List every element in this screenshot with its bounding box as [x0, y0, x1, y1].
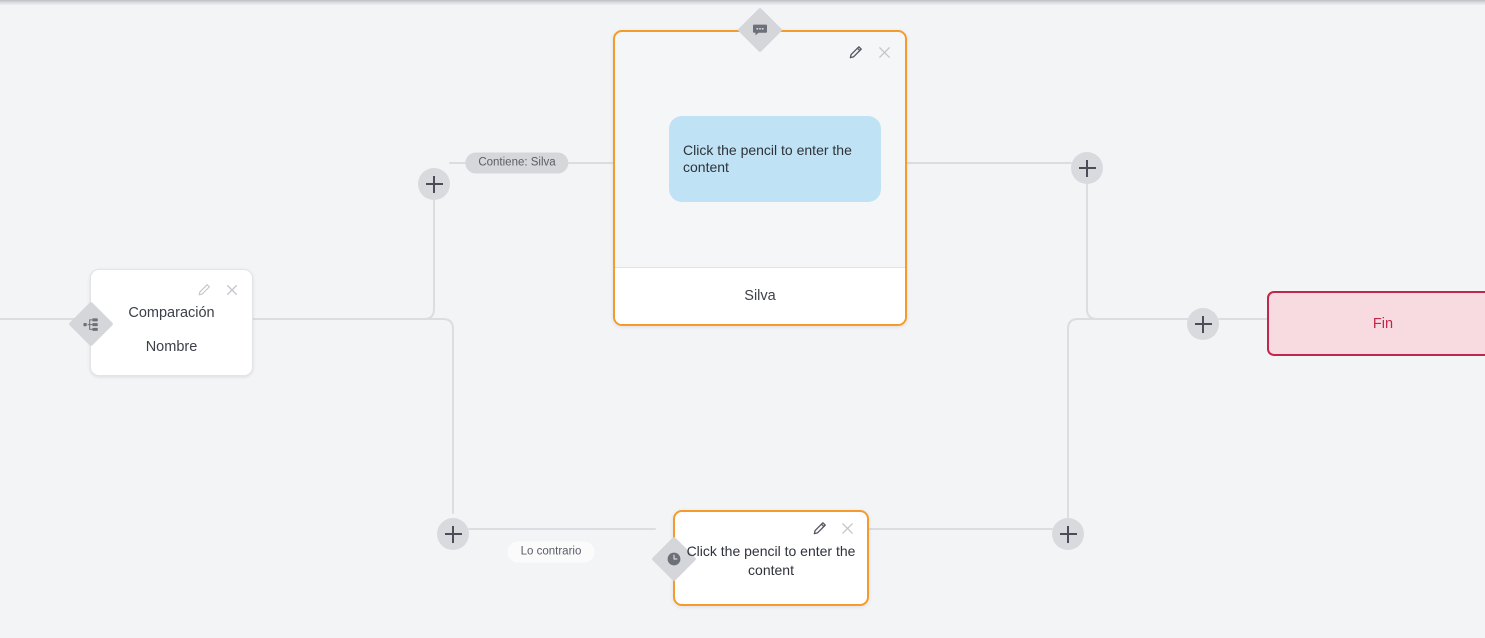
- pencil-icon[interactable]: [812, 521, 827, 536]
- comparison-node-labels: Comparación Nombre: [91, 302, 252, 358]
- close-icon[interactable]: [840, 521, 855, 536]
- comparison-node-toolbar[interactable]: [197, 283, 239, 297]
- comparison-node-title: Comparación: [128, 305, 215, 321]
- edge-comparison-out: [252, 178, 435, 320]
- edge-label-otherwise[interactable]: Lo contrario: [507, 541, 595, 563]
- window-top-chrome-strip: [0, 0, 1485, 5]
- end-node[interactable]: Fin: [1267, 291, 1485, 356]
- edge-plus-down-to-merge: [1086, 183, 1188, 320]
- add-node-after-delay-button[interactable]: [1052, 518, 1084, 550]
- delay-card-toolbar[interactable]: [812, 521, 855, 536]
- clock-icon: [651, 536, 697, 582]
- edge-lower-plus-up-to-merge: [1067, 318, 1188, 519]
- message-bubble-placeholder[interactable]: Click the pencil to enter the content: [669, 116, 881, 202]
- message-bubble-icon: [737, 7, 783, 53]
- add-node-true-branch-button[interactable]: [418, 168, 450, 200]
- pencil-icon[interactable]: [848, 45, 863, 60]
- add-node-false-branch-button[interactable]: [437, 518, 469, 550]
- add-node-after-message-button[interactable]: [1071, 152, 1103, 184]
- edge-comparison-to-false: [252, 318, 454, 514]
- message-bubble-icon-glyph: [752, 22, 768, 38]
- branch-icon-glyph: [83, 317, 99, 332]
- clock-icon-glyph: [666, 551, 682, 567]
- delay-card-node[interactable]: Click the pencil to enter the content: [651, 510, 869, 606]
- edge-label-contains[interactable]: Contiene: Silva: [465, 152, 569, 174]
- close-icon[interactable]: [225, 283, 239, 297]
- comparison-node[interactable]: Comparación Nombre: [68, 269, 253, 376]
- message-card-body: Click the pencil to enter the content: [615, 32, 905, 268]
- pencil-icon[interactable]: [197, 283, 211, 297]
- message-card-footer: Silva: [615, 267, 905, 324]
- delay-card-placeholder[interactable]: Click the pencil to enter the content: [686, 543, 856, 578]
- message-card-toolbar[interactable]: [848, 45, 892, 60]
- comparison-node-subtitle: Nombre: [145, 339, 198, 355]
- add-node-before-end-button[interactable]: [1187, 308, 1219, 340]
- flow-canvas[interactable]: Comparación Nombre Contiene: Silva Lo co…: [0, 5, 1485, 638]
- message-card-node[interactable]: Click the pencil to enter the content Si…: [613, 7, 907, 326]
- branch-icon: [68, 301, 114, 347]
- close-icon[interactable]: [877, 45, 892, 60]
